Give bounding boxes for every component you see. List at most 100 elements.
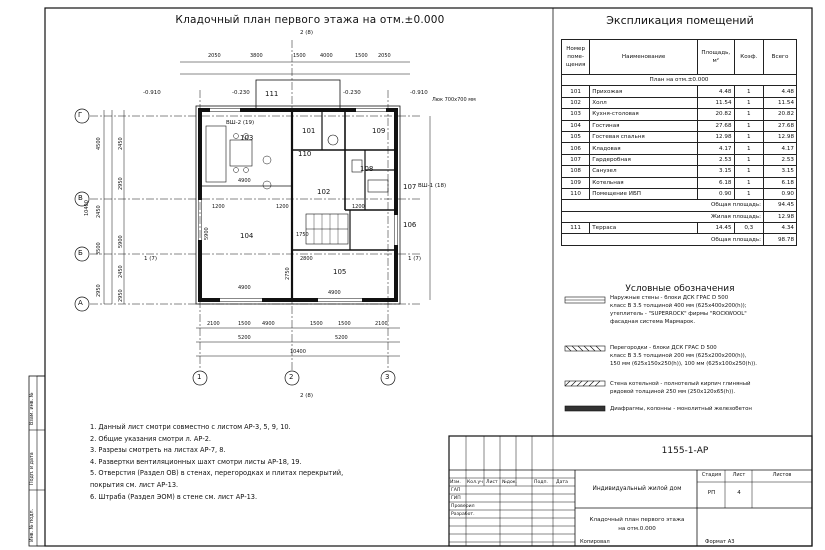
dim-bot-5: 1500 xyxy=(338,321,351,327)
stamp-h-doc: №док. xyxy=(502,480,517,485)
dim-room-1: 4900 xyxy=(238,178,251,184)
dim-bot2-2: 5200 xyxy=(335,335,348,341)
dim-bot-2: 1500 xyxy=(238,321,251,327)
axis-letter-b: Б xyxy=(78,249,83,257)
dim-top-3: 1500 xyxy=(293,53,306,59)
dim-left-total: 10400 xyxy=(84,200,90,216)
stamp-role-4: Разработ. xyxy=(451,512,475,517)
axis-letter-g: Г xyxy=(78,111,83,119)
dim-bot-total: 10400 xyxy=(290,349,306,355)
note-4: 4. Развертки вентиляционных шахт смотри … xyxy=(90,457,302,466)
level-mark-2: -0.230 xyxy=(232,90,250,96)
note-5b: покрытия см. лист АР-13. xyxy=(90,480,179,489)
dim-inner-4: 2450 xyxy=(118,265,124,278)
room-104: 104 xyxy=(240,232,254,240)
title-block-grid xyxy=(448,435,813,547)
format-label: Формат А3 xyxy=(705,539,735,545)
stamp-h-kol: Кол.уч xyxy=(467,480,483,485)
legend-boiler-wall: Стена котельной - полнотелый кирпич глин… xyxy=(610,381,751,395)
dim-top-1: 2050 xyxy=(208,53,221,59)
col-coef: Коэф. xyxy=(733,39,765,75)
level-mark-3: -0.230 xyxy=(343,90,361,96)
section-mark-top: 2 (8) xyxy=(300,30,314,36)
note-2: 2. Общие указания смотри л. АР-2. xyxy=(90,434,212,443)
room-110: 110 xyxy=(298,150,312,158)
side-stamp-2: Подп. и дата xyxy=(30,452,35,485)
stamp-h-list: Лист xyxy=(486,480,498,485)
grid-axes xyxy=(90,40,420,370)
project-name: Индивидуальный жилой дом xyxy=(592,486,682,492)
room-106: 106 xyxy=(403,221,417,229)
dim-room-9: 5900 xyxy=(204,227,210,240)
col-num: Номер поме-щения xyxy=(560,39,591,75)
dim-top-6: 2050 xyxy=(378,53,391,59)
axis-letter-a: А xyxy=(78,299,83,307)
axis-bubbles xyxy=(74,108,396,386)
dim-room-8: 1750 xyxy=(296,232,309,238)
vent-shaft-2: ВШ-2 (19) xyxy=(226,120,255,126)
room-105: 105 xyxy=(333,268,347,276)
dim-left-3: 3500 xyxy=(96,242,102,255)
vent-shaft-1: ВШ-1 (18) xyxy=(418,183,447,189)
sheet-frame xyxy=(44,7,813,547)
section-mark-bottom: 2 (8) xyxy=(300,393,314,399)
dim-inner-5: 2950 xyxy=(118,289,124,302)
note-3: 3. Разрезы смотреть на листах АР-7, 8. xyxy=(90,446,226,455)
dim-left-4: 2950 xyxy=(96,284,102,297)
dim-inner-2: 2950 xyxy=(118,177,124,190)
sheet-header: Лист xyxy=(732,472,746,478)
copied-label: Копировал xyxy=(580,539,610,545)
side-ref-left: 1 (7) xyxy=(144,256,158,262)
side-stamp-3: Инв. № подл. xyxy=(30,508,35,542)
note-5: 5. Отверстия (Раздел ОВ) в стенах, перег… xyxy=(90,469,344,478)
dim-room-5: 1200 xyxy=(212,204,225,210)
level-mark-4: -0.910 xyxy=(410,90,428,96)
stage-value: РП xyxy=(707,490,716,496)
sheet-value: 4 xyxy=(737,490,741,496)
side-stamp-1: Взам. инв. № xyxy=(30,392,35,425)
axis-number-1: 1 xyxy=(197,373,202,381)
stamp-role-2: ГИП xyxy=(451,496,461,501)
general-notes: 1. Данный лист смотри совместно с листом… xyxy=(90,422,343,503)
col-name: Наименование xyxy=(589,39,699,75)
axis-letter-v: В xyxy=(78,194,83,202)
side-ref-right: 1 (7) xyxy=(408,256,422,262)
dim-bot-6: 2100 xyxy=(375,321,388,327)
dim-inner-1: 2450 xyxy=(118,137,124,150)
dim-bot-4: 1500 xyxy=(310,321,323,327)
room-109: 109 xyxy=(372,127,386,135)
living-area-row: Жилая площадь:12.98 xyxy=(560,210,797,224)
legend-symbols xyxy=(564,296,606,412)
stamp-role-1: ГАП xyxy=(451,488,461,493)
dim-left-2: 2450 xyxy=(96,205,102,218)
room-107: 107 xyxy=(403,183,417,191)
dim-room-10: 2750 xyxy=(285,267,291,280)
dim-bot-3: 4900 xyxy=(262,321,275,327)
room-111: 111 xyxy=(265,90,279,98)
stamp-role-3: Проверил xyxy=(451,504,475,509)
room-102: 102 xyxy=(317,188,331,196)
stamp-h-podp: Подп. xyxy=(534,480,548,485)
dim-left-1: 4500 xyxy=(96,137,102,150)
level-mark-1: -0.910 xyxy=(143,90,161,96)
plan-walls xyxy=(195,79,401,305)
col-total: Всего xyxy=(763,39,797,75)
drawing-title-2: на отм.0.000 xyxy=(618,526,656,532)
explication-title: Экспликация помещений xyxy=(606,14,754,27)
note-6: 6. Штраба (Раздел ЭОМ) в стене см. лист … xyxy=(90,492,258,501)
dimension-lines xyxy=(103,61,431,357)
floor-row: План на отм.±0.000 xyxy=(561,73,797,87)
room-108: 108 xyxy=(360,165,374,173)
dim-top-4: 4000 xyxy=(320,53,333,59)
